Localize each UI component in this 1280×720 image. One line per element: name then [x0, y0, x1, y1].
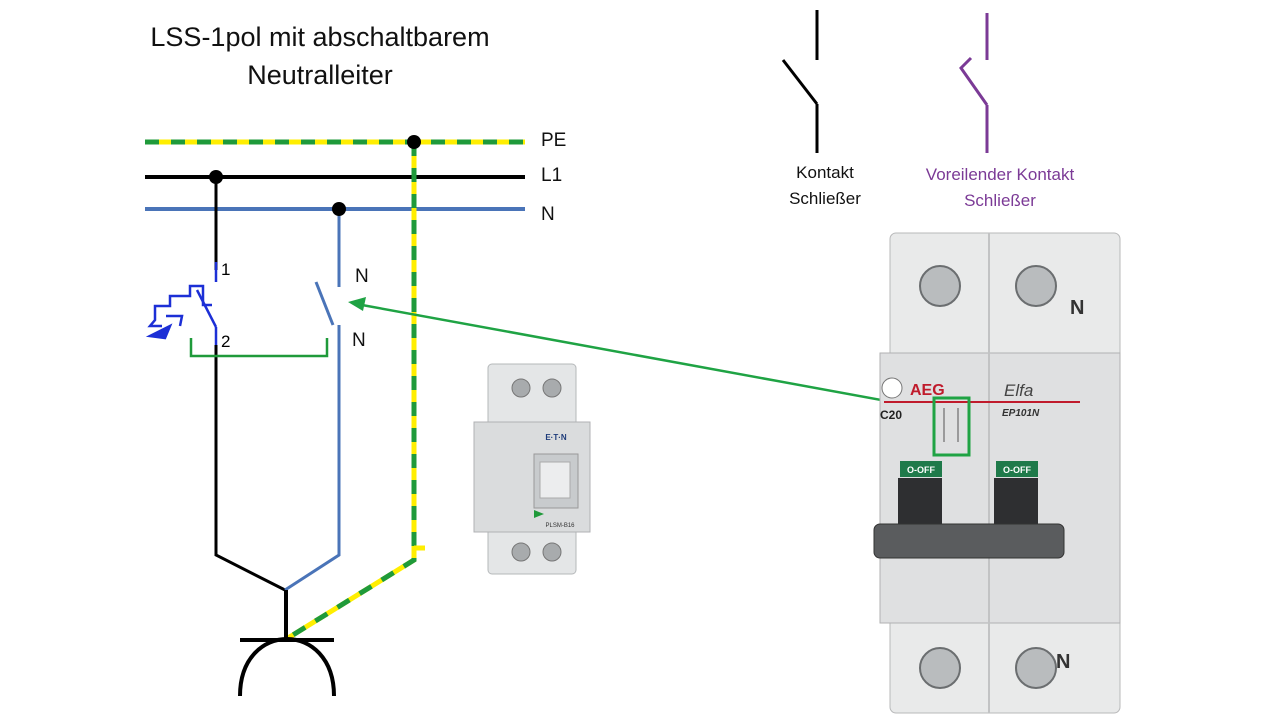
aeg-model-text: EP101N: [1002, 408, 1040, 419]
legend-leading-contact-label: Voreilender Kontakt Schließer: [900, 162, 1100, 214]
legend-contact-line-1: Kontakt: [796, 163, 854, 182]
terminal-label-2: 2: [221, 332, 231, 351]
pointer-arrow: [348, 297, 937, 412]
title-line-1: LSS-1pol mit abschaltbarem: [150, 22, 490, 52]
leading-contact-highlight: [932, 396, 971, 457]
junction-pe: [407, 135, 421, 149]
aeg-off-label-left: O-OFF: [907, 465, 935, 475]
bus-label-n: N: [541, 204, 555, 225]
l1-conductor: [195, 177, 286, 592]
aeg-off-label-right: O-OFF: [1003, 465, 1031, 475]
trip-mechanism-icon: [145, 284, 212, 340]
legend-contact-line-2: Schließer: [789, 189, 861, 208]
eaton-breaker-image: E·T·N PLSM-B16: [473, 363, 591, 575]
aeg-brand-text: AEG: [910, 382, 945, 399]
junction-l1: [209, 170, 223, 184]
legend-leading-line-1: Voreilender Kontakt: [925, 165, 1075, 184]
aeg-n-bottom: N: [1056, 651, 1070, 673]
pe-drop-line: [286, 142, 425, 641]
diagram-title: LSS-1pol mit abschaltbarem Neutralleiter: [90, 18, 550, 94]
legend-contact-icon: [781, 10, 819, 153]
n-conductor: [284, 209, 341, 592]
junction-n: [332, 202, 346, 216]
bus-label-l1: L1: [541, 165, 563, 186]
terminal-label-n-top: N: [355, 266, 369, 287]
aeg-toggle-left: [898, 478, 942, 528]
bus-label-pe: PE: [541, 130, 567, 151]
terminal-label-n-bottom: N: [352, 330, 366, 351]
aeg-rating-text: C20: [880, 408, 902, 422]
mechanical-coupling: [189, 338, 329, 358]
terminal-label-1: 1: [221, 260, 231, 279]
aeg-n-top: N: [1070, 297, 1084, 319]
legend-leading-line-2: Schließer: [964, 191, 1036, 210]
socket-symbol-icon: [238, 590, 336, 697]
eaton-brand-text: E·T·N: [545, 433, 567, 442]
aeg-series-text: Elfa: [1004, 381, 1033, 400]
legend-contact-label: Kontakt Schließer: [770, 160, 880, 212]
aeg-toggle-right: [994, 478, 1038, 528]
eaton-model-text: PLSM-B16: [545, 523, 575, 529]
title-line-2: Neutralleiter: [247, 60, 393, 90]
legend-leading-contact-icon: [959, 13, 989, 153]
aeg-breaker-image: N AEG Elfa C20 EP101N O-OFF O-OFF N: [873, 232, 1121, 714]
